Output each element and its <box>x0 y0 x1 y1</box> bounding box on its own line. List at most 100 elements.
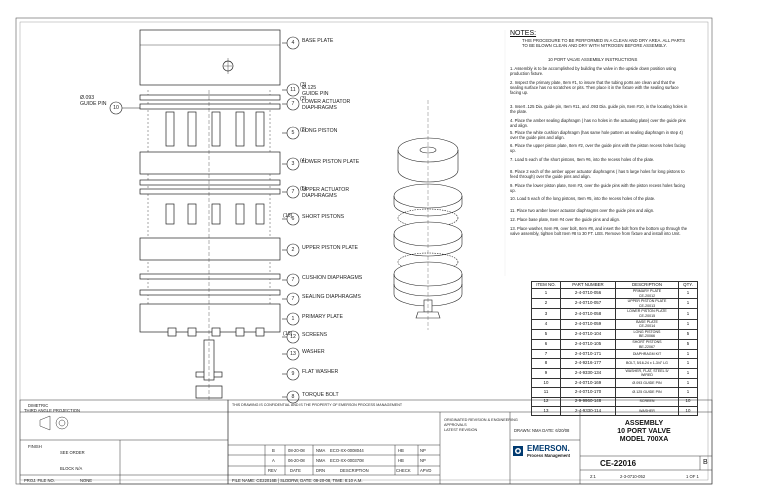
assembly-step: 1. Assembly is to be accomplished by bui… <box>510 66 676 76</box>
callout-label: Ø.093 GUIDE PIN <box>80 95 107 107</box>
bom-cell: 7 <box>531 349 561 360</box>
callout-balloon <box>286 292 300 306</box>
title-block-lines <box>19 399 713 485</box>
bom-cell: 12 <box>531 396 561 407</box>
bom-cell: 3 <box>531 308 561 320</box>
bom-header-cell: DESCRIPTION <box>615 281 679 289</box>
bom-cell: 2-9-9960-148 <box>560 396 616 407</box>
latest-revision-text: ORIGINATED REVISION & ENGINEERING APPROV… <box>444 418 518 432</box>
bom-cell: 13 <box>531 405 561 417</box>
callout-label: UPPER ACTUATOR DIAPHRAGMS <box>302 187 350 199</box>
bom-header-cell: PART NUMBER <box>560 281 616 289</box>
upper-diaphragm-shape <box>139 179 281 186</box>
assembly-step: 13. Place washer, Item #9, over bolt, It… <box>510 226 688 236</box>
callout-balloons <box>109 36 300 404</box>
exploded-stack <box>139 29 281 400</box>
projection-label: THIRD ANGLE PROJECTION <box>24 408 81 413</box>
callout-number: 6 <box>291 216 295 222</box>
assembly-step: 12. Place base plate, Item #4 over the g… <box>510 217 621 222</box>
division-name: Process Management <box>527 453 571 458</box>
assembly-step: 11. Place two amber lower actuator diaph… <box>510 208 655 213</box>
bom-cell: Ø.093 GUIDE PIN <box>615 377 679 389</box>
revision-cell: 08-20-08 <box>288 448 305 453</box>
revision-header: REV <box>268 468 277 473</box>
bom-cell: 1 <box>678 367 698 379</box>
callout-number: 4 <box>291 40 295 46</box>
bom-cell: WASHER <box>615 405 679 417</box>
quantity-mark: (10) <box>283 213 293 219</box>
long-pistons-shape <box>165 111 265 147</box>
bom-cell: 1 <box>678 318 698 330</box>
revision-cell: HB <box>398 448 404 453</box>
callout-label: WASHER <box>302 349 325 355</box>
assembly-step: 2. Inspect the primary plate, Item #1, t… <box>510 80 679 95</box>
bom-cell: 11 <box>531 387 561 398</box>
callout-balloon <box>286 157 300 171</box>
callout-number: 8 <box>291 394 295 400</box>
callout-number: 12 <box>290 334 296 340</box>
assembly-step: 10. Load 5 each of the long pistons, Ite… <box>510 196 656 201</box>
bom-header-cell: ITEM NO. <box>531 281 561 289</box>
bom-cell: 2-4-9330-114 <box>560 405 616 417</box>
bom-cell: LONG PISTONS BE-20066 <box>615 328 679 340</box>
callout-balloon <box>286 36 300 50</box>
callout-balloon <box>286 126 300 140</box>
callout-label: UPPER PISTON PLATE <box>302 245 359 251</box>
notes-heading: 10 PORT VALVE ASSEMBLY INSTRUCTIONS <box>548 57 638 62</box>
callout-balloon <box>286 185 300 199</box>
finish-label: FINISH <box>28 444 42 449</box>
revision-header: DRN <box>316 468 326 473</box>
block-na-text: BLOCK N/A <box>60 466 83 471</box>
callout-balloon <box>286 312 300 326</box>
bom-cell: 2-4-0710-171 <box>560 349 616 360</box>
quantity-mark: (10) <box>283 331 293 337</box>
callout-number: 2 <box>291 247 295 253</box>
revision-letter: B <box>703 459 708 466</box>
dimetric-label: DIMETRIC <box>28 403 49 408</box>
callout-number: 5 <box>291 130 295 136</box>
sheet-inner-border <box>19 21 709 481</box>
callout-balloon <box>286 83 300 97</box>
callout-number: 7 <box>291 296 295 302</box>
proj-file-label: PROJ. FILE NO. <box>24 478 55 483</box>
bom-cell: 2-4-9216-177 <box>560 358 616 369</box>
isometric-view <box>393 100 463 330</box>
callout-balloon <box>286 97 300 111</box>
callout-number: 7 <box>291 101 295 107</box>
callout-number: 13 <box>290 351 296 357</box>
revision-header: DATE <box>290 468 301 473</box>
upper-piston-plate-shape <box>139 237 281 261</box>
third-angle-projection-icon <box>39 415 69 431</box>
bom-cell: 2-4-0710-169 <box>560 377 616 389</box>
assembly-step: 5. Place the white cushion diaphragm (ha… <box>510 130 683 140</box>
callout-label: TORQUE BOLT <box>302 392 339 398</box>
confidential-text: THIS DRAWING IS CONFIDENTIAL AND IS THE … <box>232 403 403 407</box>
callout-balloon <box>286 212 300 226</box>
callout-balloon <box>286 273 300 287</box>
bom-cell: 1 <box>678 358 698 369</box>
revision-cell: ECO-XX-0008044 <box>330 448 364 453</box>
callout-number: 11 <box>290 87 296 93</box>
bom-cell: 9 <box>531 367 561 379</box>
assembly-step: 7. Load 5 each of the short pistons, Ite… <box>510 157 655 162</box>
assembly-step: 4. Place the amber sealing diaphragm ( h… <box>510 118 686 128</box>
document-number: 2-3-0710-052 <box>620 474 646 479</box>
callout-label: SCREENS <box>302 332 328 338</box>
bom-cell: 1 <box>678 349 698 360</box>
bom-cell: 1 <box>678 387 698 398</box>
upper-diaphragm-shape <box>139 188 281 195</box>
callout-label: LOWER ACTUATOR DIAPHRAGMS <box>302 99 351 111</box>
company-name: EMERSON. <box>527 444 570 453</box>
scale-value: 2:1 <box>590 474 596 479</box>
cushion-diaphragm-shape <box>139 273 281 280</box>
bom-cell: 10 <box>678 405 698 417</box>
